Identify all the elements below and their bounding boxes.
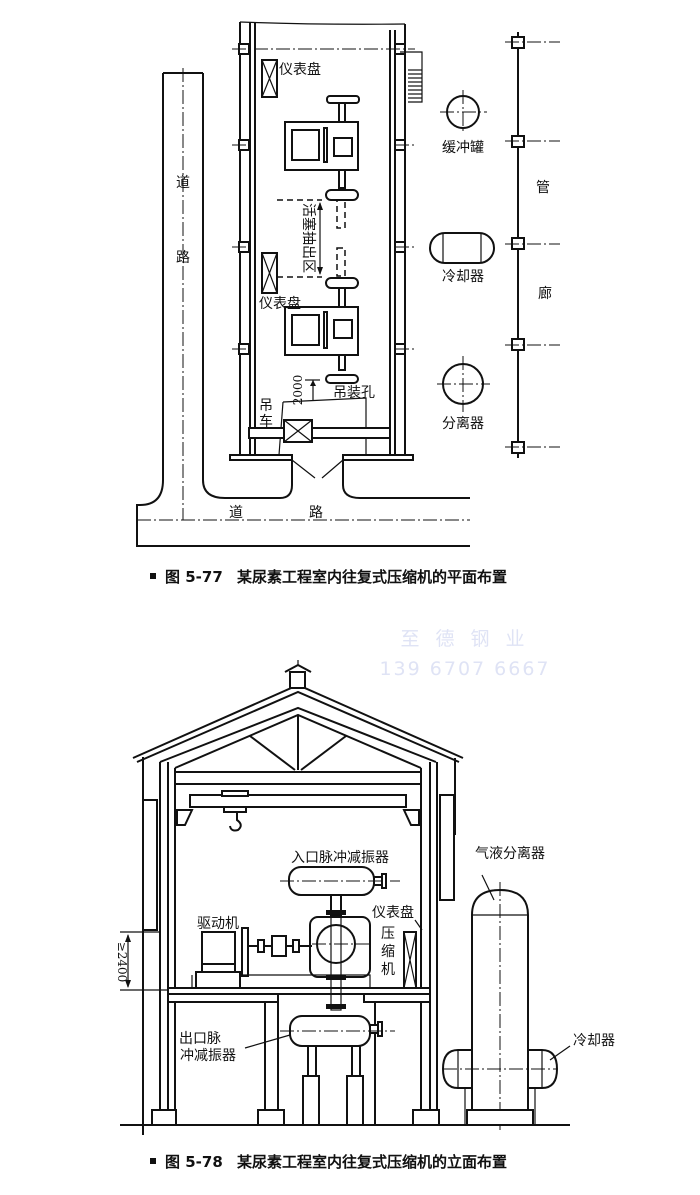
crane-label: 吊 (259, 398, 273, 414)
buffer-tank-label: 缓冲罐 (442, 140, 484, 156)
instrument-panel-top (261, 59, 278, 98)
inlet-pulse-damper (280, 866, 400, 916)
pipe-rack-label: 管 (536, 180, 550, 196)
pipe-rack (505, 32, 560, 458)
instrument-panel-label: 仪表盘 (279, 61, 321, 78)
caption-bullet (150, 573, 156, 579)
figure-caption: 某尿素工程室内往复式压缩机的平面布置 (237, 568, 507, 586)
elevation-view-figure: ≥2400 (115, 660, 615, 1171)
dimension-2400: ≥2400 (115, 931, 168, 991)
compressor-unit-1 (284, 95, 360, 229)
instrument-panel-mid (261, 252, 278, 294)
crane-plan (248, 379, 391, 456)
pipe-rack-label: 廊 (538, 285, 552, 302)
separator-label: 分离器 (442, 415, 484, 432)
road-label: 路 (309, 505, 323, 521)
cooler-symbol-plan (429, 232, 495, 264)
compressor-unit-2 (284, 247, 359, 384)
roof (132, 660, 464, 771)
piston-withdrawal-zone: 活塞抽出区 (277, 199, 323, 278)
watermark-phone: 139 6707 6667 (379, 658, 550, 680)
plan-view-figure: 活塞抽出区 (136, 21, 560, 586)
outlet-damper-label: 出口脉 (179, 1031, 221, 1047)
road-label: 路 (176, 250, 190, 266)
building-frame (120, 757, 570, 1135)
caption-bullet (150, 1158, 156, 1164)
driver-label: 驱动机 (197, 916, 239, 932)
cooler-elevation (441, 1045, 571, 1125)
figure-caption: 某尿素工程室内往复式压缩机的立面布置 (237, 1153, 507, 1171)
piston-zone-label: 活塞抽出区 (300, 203, 317, 273)
figure-number: 图 5-77 (165, 568, 223, 586)
compressor-house-plan (229, 21, 423, 479)
watermark-company: 至 德 钢 业 (400, 628, 529, 650)
compressor-label: 机 (381, 962, 395, 978)
inlet-damper-label: 入口脉冲减振器 (291, 850, 389, 866)
road-label: 道 (229, 505, 243, 521)
outlet-pulse-damper (244, 1015, 395, 1126)
instrument-panel-label: 仪表盘 (259, 295, 301, 312)
compressor-label: 缩 (381, 944, 395, 960)
dimension-2400-label: ≥2400 (115, 942, 129, 983)
outlet-damper-label: 冲减振器 (180, 1048, 236, 1064)
instrument-panel-label: 仪表盘 (372, 904, 414, 921)
road-label: 道 (176, 175, 190, 191)
buffer-tank-symbol (440, 90, 487, 134)
driver-motor (191, 927, 371, 989)
dimension-2000: 2000 (291, 375, 305, 406)
gas-liquid-separator (466, 874, 534, 1130)
cooler-label: 冷却器 (442, 269, 484, 285)
hoist-hole-label: 吊装孔 (333, 385, 375, 401)
compressor-label: 压 (381, 926, 395, 942)
separator-symbol (437, 356, 490, 412)
figure-number: 图 5-78 (165, 1153, 223, 1171)
stair (400, 51, 423, 103)
cooler-label: 冷却器 (573, 1033, 615, 1049)
instrument-panel-elevation (403, 919, 423, 989)
crane-label: 车 (259, 413, 273, 430)
compressor-elevation (309, 914, 372, 1011)
road-vertical (136, 68, 470, 547)
separator-label: 气液分离器 (475, 845, 545, 862)
